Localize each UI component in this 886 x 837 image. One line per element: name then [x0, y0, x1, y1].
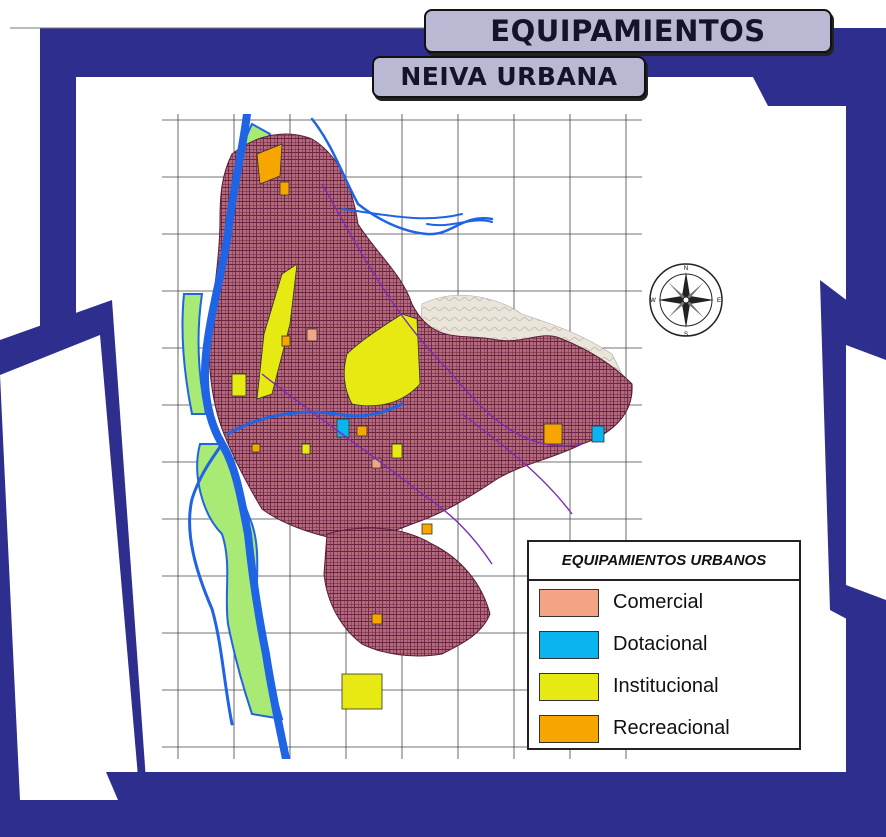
- legend-swatch-dotacional: [539, 631, 599, 659]
- compass-rose-icon: N S W E: [649, 263, 723, 338]
- legend-item-recreacional: Recreacional: [539, 712, 789, 746]
- compass-north-label: N: [684, 266, 688, 272]
- legend-title: EQUIPAMIENTOS URBANOS: [529, 542, 799, 581]
- recreacional-zones: [251, 143, 563, 625]
- compass-south-label: S: [684, 332, 688, 338]
- map-title: EQUIPAMIENTOS: [424, 9, 832, 53]
- compass-west-label: W: [650, 298, 656, 304]
- city-map: [162, 114, 642, 759]
- legend-item-comercial: Comercial: [539, 586, 789, 620]
- legend-item-dotacional: Dotacional: [539, 628, 789, 662]
- legend-swatch-institucional: [539, 673, 599, 701]
- roads: [261, 183, 583, 565]
- legend-swatch-comercial: [539, 589, 599, 617]
- legend-swatch-recreacional: [539, 715, 599, 743]
- legend-item-institucional: Institucional: [539, 670, 789, 704]
- rivers: [188, 114, 494, 759]
- map-legend: EQUIPAMIENTOS URBANOS Comercial Dotacion…: [527, 540, 801, 750]
- legend-label-institucional: Institucional: [613, 675, 719, 697]
- legend-label-comercial: Comercial: [613, 591, 704, 613]
- legend-label-recreacional: Recreacional: [613, 717, 730, 739]
- map-subtitle: NEIVA URBANA: [372, 56, 646, 98]
- institucional-zones: [231, 263, 421, 710]
- legend-label-dotacional: Dotacional: [613, 633, 708, 655]
- compass-east-label: E: [717, 298, 721, 304]
